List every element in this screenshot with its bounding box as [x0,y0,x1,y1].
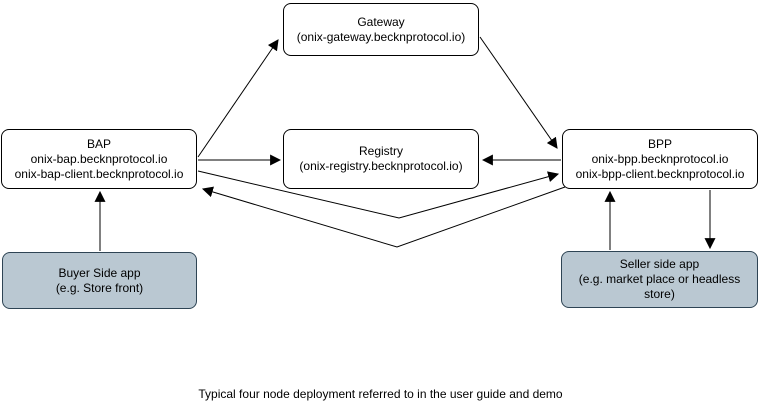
buyer-app-title: Buyer Side app [58,265,141,280]
bap-client-domain: onix-bap-client.becknprotocol.io [14,166,184,181]
bap-domain: onix-bap.becknprotocol.io [30,151,168,166]
seller-app-title: Seller side app [619,257,700,271]
registry-subtitle: (onix-registry.becknprotocol.io) [299,159,463,173]
node-bap: BAP onix-bap.becknprotocol.io onix-bap-c… [1,129,197,189]
node-seller-side-app: Seller side app (e.g. market place or he… [561,251,758,308]
gateway-subtitle: (onix-gateway.becknprotocol.io) [296,29,466,44]
buyer-app-subtitle: (e.g. Store front) [55,280,144,295]
edge-bap-bpp [197,170,560,219]
seller-app-subtitle: (e.g. market place or headless store) [578,272,741,301]
bpp-title: BPP [647,136,672,151]
bpp-client-domain: onix-bpp-client.becknprotocol.io [575,166,745,181]
node-bpp: BPP onix-bpp.becknprotocol.io onix-bpp-c… [562,129,758,189]
bap-title: BAP [86,136,111,151]
gateway-title: Gateway [357,14,405,29]
edge-gateway-bpp [479,36,558,149]
edge-bap-gateway [197,39,279,158]
edge-bpp-bap [201,186,566,248]
registry-title: Registry [358,144,403,158]
node-gateway: Gateway (onix-gateway.becknprotocol.io) [283,3,479,56]
node-registry: Registry (onix-registry.becknprotocol.io… [283,129,479,189]
bpp-domain: onix-bpp.becknprotocol.io [591,151,729,166]
node-buyer-side-app: Buyer Side app (e.g. Store front) [2,252,197,309]
diagram-caption: Typical four node deployment referred to… [198,387,563,401]
